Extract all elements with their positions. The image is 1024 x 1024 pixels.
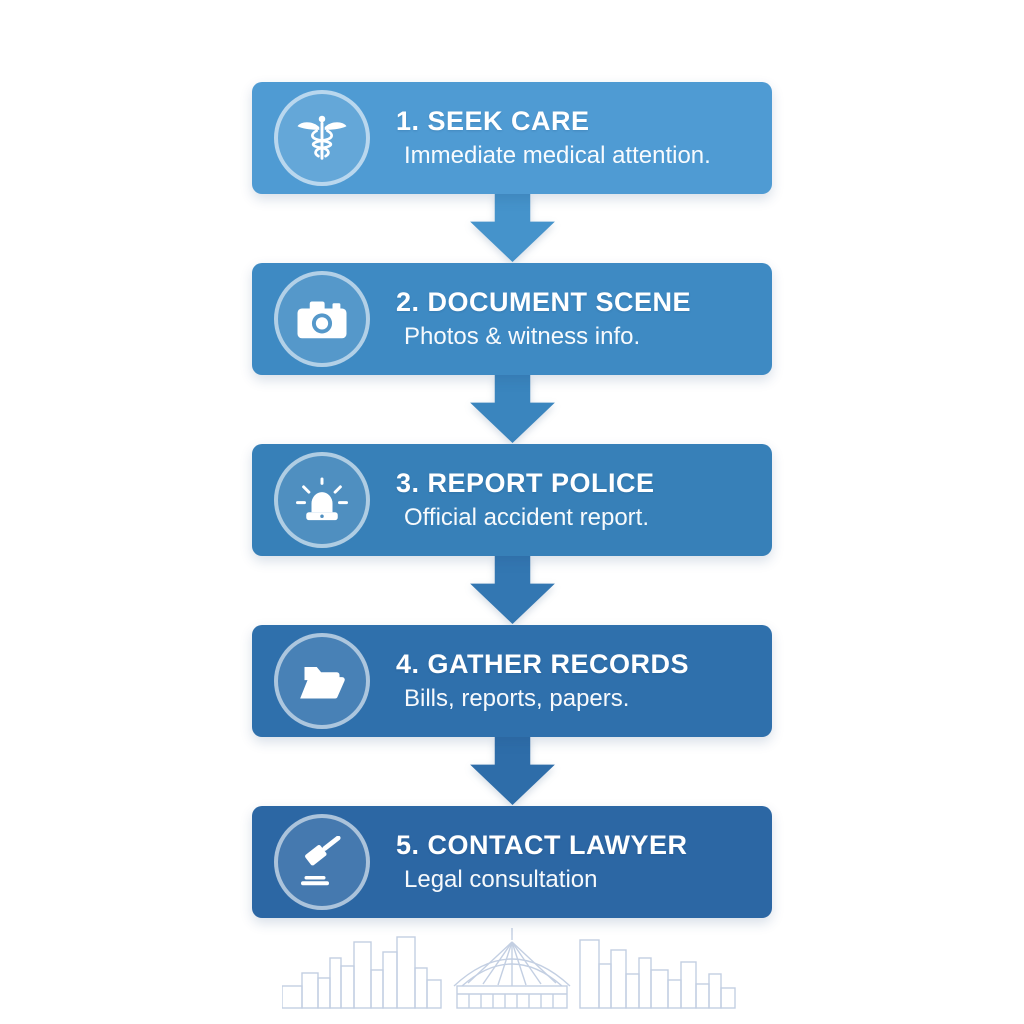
step-3-icon-circle [274, 452, 370, 548]
down-arrow-icon [469, 556, 555, 625]
arrow-row-2 [252, 375, 772, 444]
step-1-seek-care: 1. SEEK CARE Immediate medical attention… [252, 82, 772, 194]
step-subtitle: Immediate medical attention. [404, 141, 711, 169]
camera-icon [297, 301, 347, 339]
step-title: 2. DOCUMENT SCENE [396, 286, 692, 317]
step-5-icon-circle [274, 814, 370, 910]
gavel-icon [301, 836, 341, 886]
caduceus-icon [297, 115, 347, 160]
arrow-row-1 [252, 194, 772, 263]
city-skyline-graphic [282, 928, 736, 1009]
step-4-gather-records: 4. GATHER RECORDS Bills, reports, papers… [252, 625, 772, 737]
down-arrow-icon [469, 194, 555, 263]
step-title: 4. GATHER RECORDS [396, 648, 690, 679]
step-title: 5. CONTACT LAWYER [396, 829, 688, 860]
step-subtitle: Photos & witness info. [404, 322, 641, 350]
down-arrow-icon [469, 737, 555, 806]
step-2-document-scene: 2. DOCUMENT SCENE Photos & witness info. [252, 263, 772, 375]
arrow-row-3 [252, 556, 772, 625]
step-5-contact-lawyer: 5. CONTACT LAWYER Legal consultation [252, 806, 772, 918]
step-subtitle: Official accident report. [404, 503, 650, 531]
siren-icon [296, 477, 348, 521]
step-title: 1. SEEK CARE [396, 105, 590, 136]
step-subtitle: Bills, reports, papers. [404, 684, 630, 712]
step-2-icon-circle [274, 271, 370, 367]
arrow-row-4 [252, 737, 772, 806]
step-3-report-police: 3. REPORT POLICE Official accident repor… [252, 444, 772, 556]
step-subtitle: Legal consultation [404, 865, 598, 893]
down-arrow-icon [469, 375, 555, 444]
step-1-icon-circle [274, 90, 370, 186]
open-folder-icon [300, 667, 345, 699]
step-title: 3. REPORT POLICE [396, 467, 655, 498]
step-4-icon-circle [274, 633, 370, 729]
